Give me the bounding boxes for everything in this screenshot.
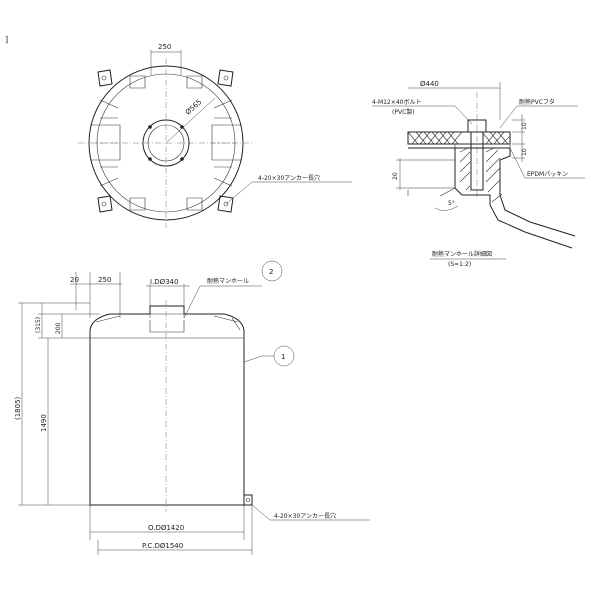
top-anchor-note: 4-20×30アンカー長穴 — [258, 174, 320, 182]
anchor-bracket-ne — [217, 69, 234, 87]
corner-mark: ] — [5, 35, 8, 44]
top-view: 250 Ø565 4-20×30アンカー長穴 — [78, 43, 352, 228]
tank-dome — [89, 305, 245, 331]
top-dim-diameter: Ø565 — [184, 98, 203, 117]
front-dim-250: 250 — [98, 276, 111, 284]
front-view: 20 250 I.DØ340 耐熱マンホール 2 1 — [14, 260, 370, 555]
front-dim-200: 200 — [55, 322, 62, 334]
callout-2-circle — [261, 260, 283, 282]
detail-lid-note: 耐熱PVCフタ — [519, 98, 555, 106]
bolt-hole — [148, 125, 152, 129]
callout-2: 2 — [269, 268, 273, 276]
front-dim-315: (315) — [35, 317, 42, 333]
detail-bolt-material: (PVC製) — [392, 108, 415, 116]
bolt-hole — [180, 157, 184, 161]
detail-dim-angle: 5° — [448, 200, 455, 207]
bolt-hole — [148, 157, 152, 161]
top-dim-250: 250 — [158, 43, 171, 51]
manhole-detail: Ø440 4-M12×40ボルト (PVC製) 耐熱PVCフタ — [372, 80, 585, 268]
manhole-outer-circle — [142, 119, 190, 167]
anchor-bracket-se — [217, 195, 234, 213]
front-dim-1490: 1490 — [40, 414, 48, 432]
front-anchor-bracket — [244, 494, 253, 506]
detail-dim-10-bottom: 10 — [521, 148, 528, 156]
anchor-bracket-sw — [97, 195, 113, 213]
detail-scale: (S=1:2) — [448, 261, 471, 268]
tank-body — [89, 330, 245, 506]
bolt-hole — [180, 125, 184, 129]
detail-dim-440: Ø440 — [420, 80, 439, 88]
detail-gasket-note: EPDMパッキン — [527, 171, 568, 178]
detail-bolt-note: 4-M12×40ボルト — [372, 98, 421, 106]
front-dim-1805: (1805) — [14, 396, 22, 420]
detail-dim-20: 20 — [392, 172, 399, 180]
front-anchor-note: 4-20×30アンカー長穴 — [274, 512, 336, 520]
callout-1: 1 — [281, 353, 285, 361]
detail-title: 耐熱マンホール詳細図 — [432, 250, 492, 258]
anchor-bracket-nw — [97, 69, 113, 87]
detail-bolt-shank — [470, 131, 484, 191]
front-dim-20: 20 — [70, 276, 79, 284]
front-dim-pcd: P.C.DØ1540 — [142, 542, 183, 550]
front-manhole-id: I.DØ340 — [150, 278, 179, 286]
front-manhole-label: 耐熱マンホール — [207, 277, 249, 285]
manhole-inner-circle — [147, 124, 185, 162]
detail-dim-10-top: 10 — [521, 122, 528, 130]
front-dim-od: O.DØ1420 — [148, 524, 184, 532]
